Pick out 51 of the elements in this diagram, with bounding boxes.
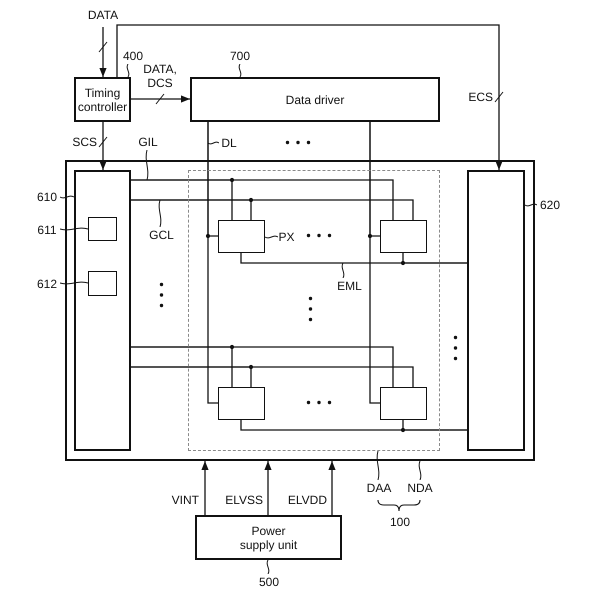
pixel-block xyxy=(380,220,426,252)
arrow xyxy=(98,27,108,77)
pixel-block xyxy=(380,386,426,420)
wire xyxy=(369,122,380,404)
signal-label: DATA, DCS xyxy=(142,62,178,90)
panel-frame xyxy=(65,160,535,461)
leader-line xyxy=(158,200,162,228)
leader-line xyxy=(264,236,278,238)
reference-numeral: 100 xyxy=(388,515,412,529)
arrow xyxy=(201,461,209,515)
leader-line xyxy=(146,150,148,180)
line-label: GCL xyxy=(148,226,176,242)
arrow xyxy=(98,122,108,170)
pixel-block xyxy=(218,220,264,252)
arrow xyxy=(116,24,504,170)
wire xyxy=(400,253,467,266)
signal-label: ELVSS xyxy=(224,493,264,507)
signal-label: SCS xyxy=(71,135,98,149)
leader-line xyxy=(208,142,220,144)
leader-line xyxy=(238,64,242,78)
leader-line xyxy=(342,262,344,278)
driver-block: Data driver xyxy=(190,77,440,122)
controller-block: Timing controller xyxy=(74,77,131,122)
supply-block: Power supply unit xyxy=(195,515,342,560)
side-block xyxy=(466,170,524,450)
dashed-region xyxy=(188,170,440,450)
arrow xyxy=(264,461,272,515)
signal-label: DATA xyxy=(86,8,120,22)
wire xyxy=(131,179,394,220)
leader-line xyxy=(266,560,270,574)
signal-label: ELVDD xyxy=(286,493,328,507)
arrow xyxy=(328,461,336,515)
wire xyxy=(131,199,414,220)
side-block xyxy=(74,170,130,450)
leader-line xyxy=(60,282,88,284)
sub-block xyxy=(88,216,116,240)
leader-line xyxy=(126,64,130,78)
pixel-block xyxy=(218,386,264,420)
arrow xyxy=(131,94,190,104)
leader-line xyxy=(376,450,380,480)
wire xyxy=(207,122,218,404)
signal-label: VINT xyxy=(170,493,200,507)
signal-label: ECS xyxy=(467,90,494,104)
leader-line xyxy=(60,196,74,198)
wire xyxy=(400,420,467,432)
leader-line xyxy=(60,228,88,230)
wire xyxy=(131,366,414,387)
leader-line xyxy=(418,460,422,480)
leader-line xyxy=(524,204,538,206)
wire xyxy=(131,346,394,387)
sub-block xyxy=(88,270,116,296)
